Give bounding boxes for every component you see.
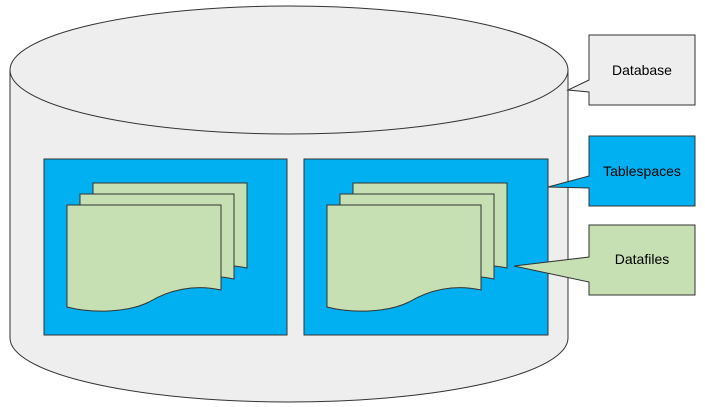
datafile-page — [326, 204, 482, 312]
datafile-page — [66, 204, 222, 312]
datafile-stack-2 — [326, 182, 508, 312]
datafiles-callout-label: Datafiles — [615, 251, 669, 267]
tablespace-box-2 — [303, 158, 549, 336]
tablespaces-callout-label: Tablespaces — [603, 163, 681, 179]
cylinder-top — [9, 5, 569, 135]
tablespace-box-1 — [43, 158, 288, 336]
database-callout-label: Database — [612, 62, 672, 78]
datafile-stack-1 — [66, 182, 248, 312]
tablespaces-callout: Tablespaces — [547, 135, 696, 207]
database-callout: Database — [566, 34, 696, 106]
datafiles-callout: Datafiles — [513, 224, 696, 296]
